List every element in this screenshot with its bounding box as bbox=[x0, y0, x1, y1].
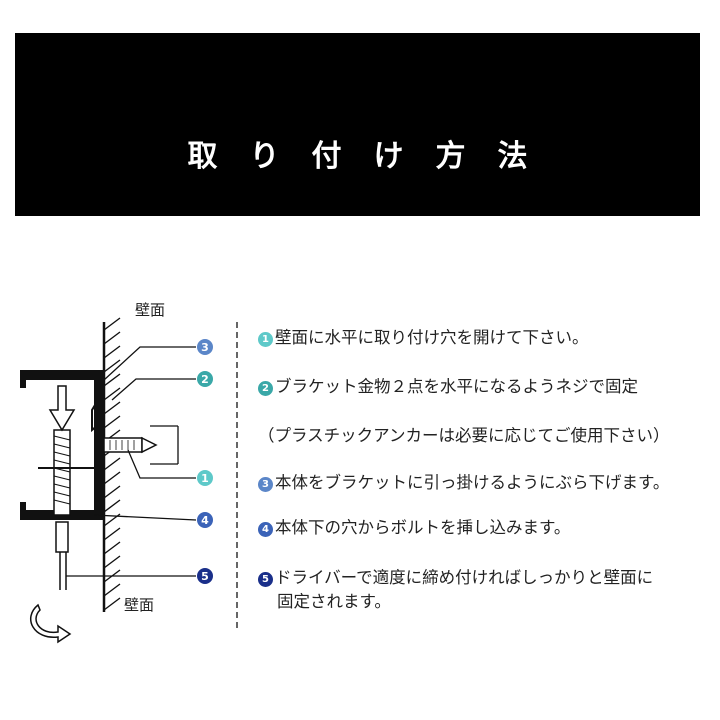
wall-label-bottom: 壁面 bbox=[124, 596, 154, 614]
note-text: （プラスチックアンカーは必要に応じてご使用下さい） bbox=[258, 426, 670, 445]
step-note: （プラスチックアンカーは必要に応じてご使用下さい） bbox=[258, 424, 670, 448]
step-text: 壁面に水平に取り付け穴を開けて下さい。 bbox=[275, 328, 589, 347]
rotate-arrow-icon bbox=[29, 603, 72, 644]
bolt bbox=[38, 429, 94, 516]
callout-2: 2 bbox=[197, 371, 213, 387]
step-text: ブラケット金物２点を水平になるようネジで固定 bbox=[275, 377, 638, 396]
step-text: 本体をブラケットに引っ掛けるようにぶら下げます。 bbox=[275, 473, 670, 492]
arrow-down-icon bbox=[48, 385, 76, 432]
step-number-badge: 4 bbox=[258, 522, 273, 537]
installation-diagram: 壁面 壁面 bbox=[20, 301, 213, 644]
step-text: ドライバーで適度に締め付ければしっかりと壁面に bbox=[275, 568, 654, 587]
dashed-divider bbox=[236, 322, 238, 628]
svg-text:2: 2 bbox=[201, 373, 209, 386]
screwdriver bbox=[55, 521, 69, 590]
bracket bbox=[91, 389, 105, 433]
step-number-badge: 2 bbox=[258, 381, 273, 396]
svg-text:4: 4 bbox=[201, 514, 209, 527]
wall-label-top: 壁面 bbox=[135, 301, 165, 319]
svg-text:5: 5 bbox=[201, 570, 209, 583]
step-text-continued: 固定されます。 bbox=[277, 592, 391, 611]
leader-lines bbox=[66, 346, 197, 577]
step-text: 本体下の穴からボルトを挿し込みます。 bbox=[275, 518, 571, 537]
callout-5: 5 bbox=[197, 568, 213, 584]
wall bbox=[102, 317, 121, 612]
step-number-badge: 5 bbox=[258, 572, 273, 587]
svg-text:1: 1 bbox=[201, 472, 209, 485]
step-number-badge: 1 bbox=[258, 332, 273, 347]
callout-1: 1 bbox=[197, 470, 213, 486]
step-number-badge: 3 bbox=[258, 477, 273, 492]
wall-anchor bbox=[96, 436, 158, 454]
page-title: 取り付け方法 bbox=[187, 139, 560, 174]
callout-3: 3 bbox=[197, 339, 213, 355]
callout-4: 4 bbox=[197, 512, 213, 528]
title-banner: 取り付け方法 bbox=[15, 33, 700, 216]
svg-text:3: 3 bbox=[201, 341, 209, 354]
